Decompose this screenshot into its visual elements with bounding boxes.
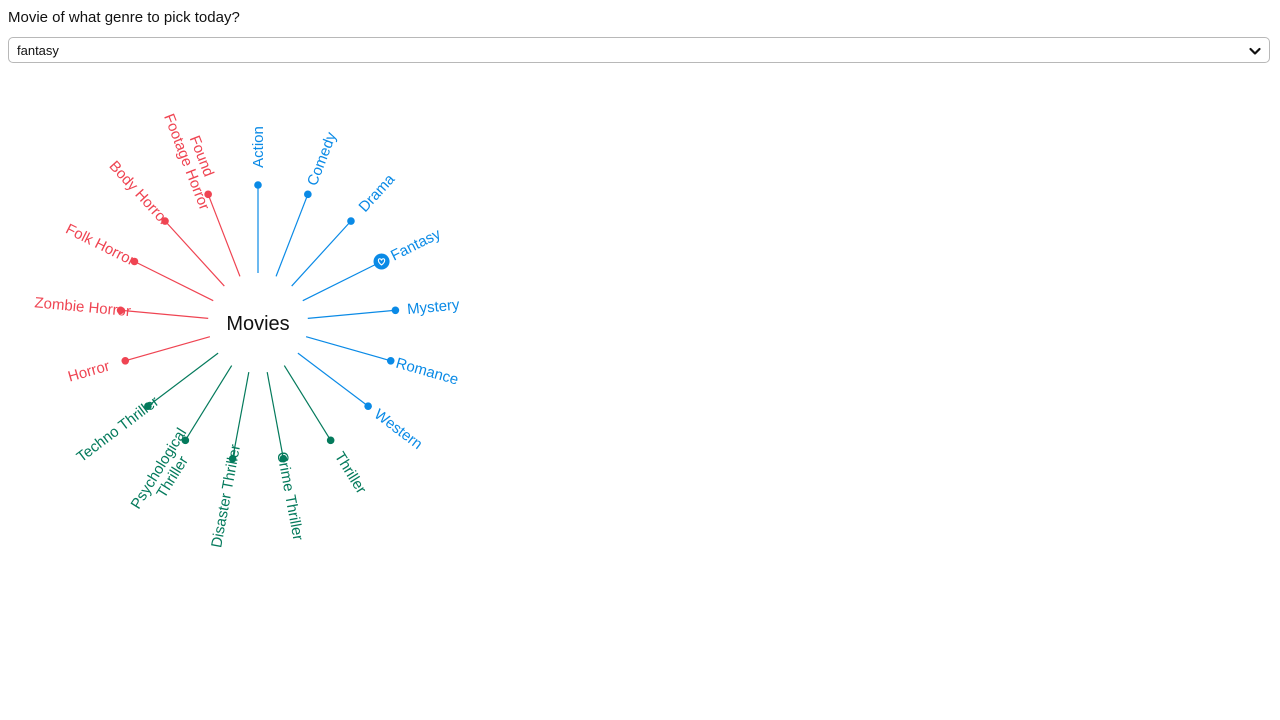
leaf-label-romance: Romance — [394, 355, 460, 389]
leaf-label-folk-horror: Folk Horror — [63, 221, 138, 270]
node-drama[interactable] — [347, 217, 355, 225]
leaf-label-psychological-thriller: PsychologicalThriller — [128, 425, 204, 520]
link-mystery — [307, 309, 396, 319]
leaf-label-action: Action — [250, 126, 267, 168]
link-folk-horror — [134, 260, 214, 302]
node-folk-horror[interactable] — [130, 257, 139, 266]
leaf-label-fantasy: Fantasy — [388, 225, 444, 264]
leaf-label-body-horror: Body Horror — [106, 158, 173, 229]
leaf-label-found-footage-horror: FoundFootage Horror — [160, 106, 228, 213]
node-thriller[interactable] — [326, 436, 335, 445]
link-found-footage-horror — [207, 194, 241, 277]
genre-select[interactable]: fantasy — [8, 37, 1270, 63]
link-comedy — [275, 194, 309, 277]
leaf-label-mystery: Mystery — [406, 296, 460, 318]
diagram-root-label: Movies — [226, 313, 289, 335]
node-body-horror[interactable] — [161, 217, 169, 225]
link-romance — [305, 336, 391, 362]
node-horror[interactable] — [121, 356, 130, 365]
node-comedy[interactable] — [304, 190, 312, 199]
leaf-label-techno-thriller: Techno Thriller — [74, 393, 163, 466]
node-psychological-thriller[interactable] — [181, 436, 190, 445]
link-fantasy — [302, 260, 382, 302]
link-thriller — [283, 365, 332, 441]
link-disaster-thriller — [232, 372, 250, 459]
leaf-label-western: Western — [371, 406, 426, 453]
link-crime-thriller — [266, 372, 284, 459]
leaf-label-drama: Drama — [355, 170, 398, 215]
heart-icon — [377, 258, 386, 266]
node-crime-thriller[interactable] — [279, 454, 288, 463]
link-zombie-horror — [120, 309, 209, 319]
leaf-label-disaster-thriller: Disaster Thriller — [208, 443, 244, 549]
link-psychological-thriller — [184, 365, 233, 441]
node-romance[interactable] — [386, 356, 395, 365]
node-action[interactable] — [254, 181, 262, 189]
node-fantasy-selected[interactable] — [373, 253, 390, 270]
link-horror — [125, 336, 211, 362]
leaf-label-crime-thriller: Crime Thriller — [273, 450, 306, 541]
leaf-label-comedy: Comedy — [304, 129, 340, 188]
link-techno-thriller — [147, 352, 219, 407]
node-western[interactable] — [364, 402, 372, 410]
chevron-down-icon — [1249, 47, 1261, 55]
genre-select-value: fantasy — [17, 43, 59, 58]
link-body-horror — [164, 220, 225, 287]
node-mystery[interactable] — [391, 306, 400, 315]
node-techno-thriller[interactable] — [144, 402, 152, 410]
genre-question: Movie of what genre to pick today? — [8, 9, 240, 26]
leaf-label-horror: Horror — [66, 358, 112, 386]
node-zombie-horror[interactable] — [116, 306, 125, 315]
leaf-label-zombie-horror: Zombie Horror — [34, 294, 132, 320]
leaf-label-thriller: Thriller — [331, 449, 370, 497]
node-found-footage-horror[interactable] — [204, 190, 212, 199]
link-drama — [291, 220, 352, 287]
node-disaster-thriller[interactable] — [228, 454, 237, 463]
link-western — [297, 352, 369, 407]
